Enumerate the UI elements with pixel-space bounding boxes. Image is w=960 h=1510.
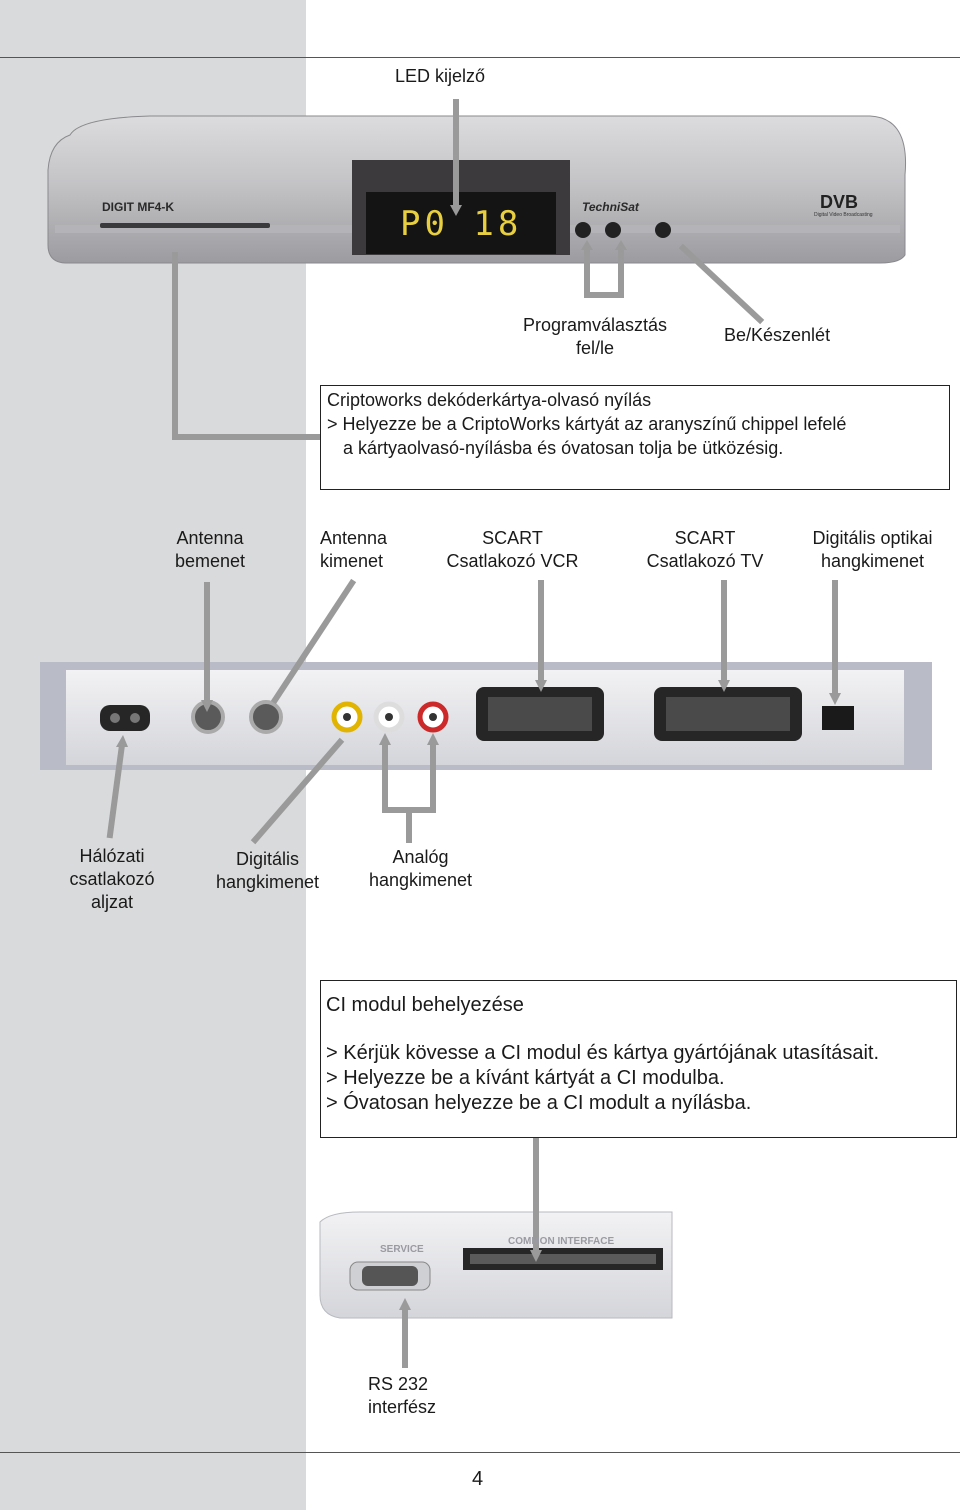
dvb-subtitle: Digital Video Broadcasting bbox=[814, 212, 873, 218]
dvb-logo: DVB bbox=[820, 192, 859, 212]
bottom-rule bbox=[0, 1452, 960, 1453]
standby-button bbox=[655, 222, 671, 238]
ci-module-title: CI modul behelyezése bbox=[326, 994, 524, 1016]
brand-label: TechniSat bbox=[582, 200, 639, 214]
led-display-label: LED kijelző bbox=[395, 66, 486, 86]
model-label: DIGIT MF4-K bbox=[102, 200, 174, 214]
optical-connector bbox=[822, 706, 854, 730]
led-display-readout: P0 18 bbox=[400, 204, 523, 244]
side-panel-device bbox=[319, 1211, 673, 1319]
ci-instruction-1: > Kérjük kövesse a CI modul és kártya gy… bbox=[326, 1042, 880, 1064]
antenna-out-connector bbox=[249, 700, 283, 734]
front-panel-device bbox=[47, 115, 907, 264]
callout-lines bbox=[106, 99, 838, 1368]
mains-socket bbox=[100, 705, 150, 731]
standby-label: Be/Készenlét bbox=[724, 325, 831, 345]
prog-up-button bbox=[575, 222, 591, 238]
callout-arrowheads bbox=[116, 205, 841, 1310]
card-reader-box: Criptoworks dekóderkártya-olvasó nyílás … bbox=[320, 385, 950, 490]
service-port-label: SERVICE bbox=[380, 1244, 424, 1255]
ci-instruction-2: > Helyezze be a kívánt kártyát a CI modu… bbox=[326, 1067, 725, 1089]
common-interface-label: COMMON INTERFACE bbox=[508, 1236, 615, 1247]
top-rule bbox=[0, 57, 960, 58]
card-reader-instruction-2: a kártyaolvasó-nyílásba és óvatosan tolj… bbox=[343, 438, 784, 458]
ci-module-box: CI modul behelyezése > Kérjük kövesse a … bbox=[320, 980, 957, 1138]
card-reader-instruction-1: > Helyezze be a CriptoWorks kártyát az a… bbox=[327, 414, 847, 434]
card-reader-title: Criptoworks dekóderkártya-olvasó nyílás bbox=[327, 390, 652, 410]
ci-instruction-3: > Óvatosan helyezze be a CI modult a nyí… bbox=[326, 1092, 752, 1114]
prog-down-button bbox=[605, 222, 621, 238]
rear-panel-device bbox=[40, 662, 932, 770]
